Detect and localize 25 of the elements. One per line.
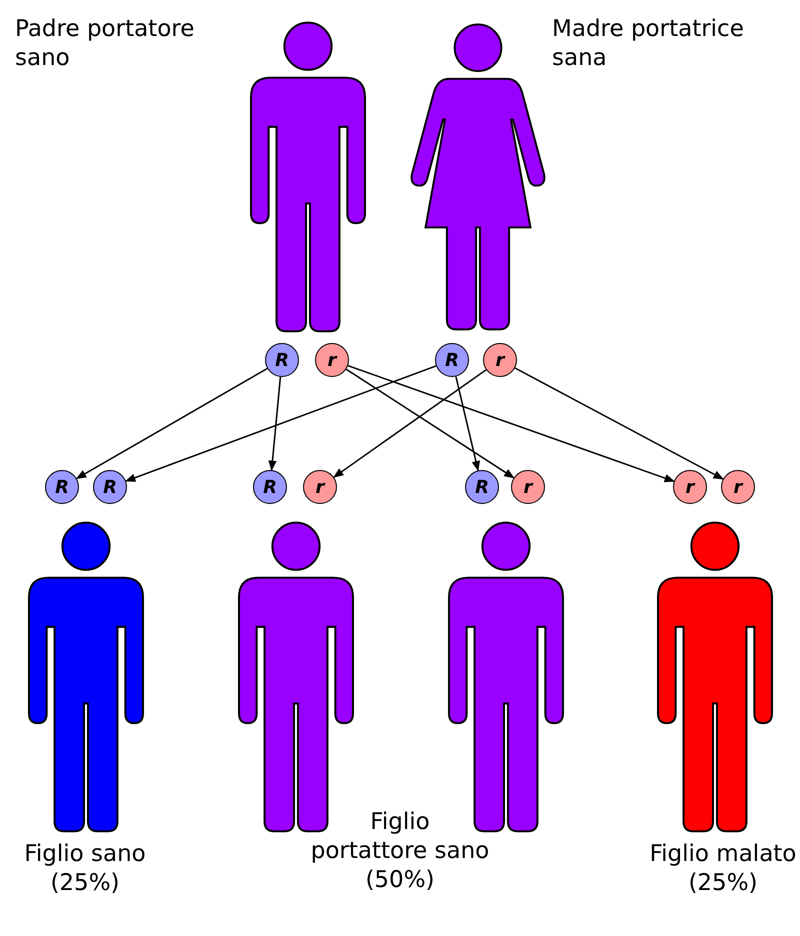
allele-circle: r [483,343,517,377]
arrow [455,376,480,472]
allele-circle: R [465,470,499,504]
arrow [333,369,487,478]
caption-text: Padre portatore sano [15,15,196,72]
arrow [348,364,675,482]
allele-circle: r [511,470,545,504]
caption-text: Figlio sano (25%) [23,840,147,898]
allele-circle: r [315,343,349,377]
allele-circle: r [721,470,755,504]
allele-circle: R [93,470,127,504]
arrow [346,368,515,478]
arrow [268,376,282,472]
arrow [76,368,268,480]
caption-text: Figlio malato (25%) [648,840,798,898]
allele-circle: R [265,343,299,377]
allele-circle: R [45,470,79,504]
caption-text: Madre portatrice sana [552,15,745,72]
allele-circle: r [673,470,707,504]
arrow [514,367,724,480]
caption-text: Figlio portattore sano (50%) [310,808,490,894]
allele-circle: R [435,343,469,377]
allele-circle: r [303,470,337,504]
arrow [124,365,436,482]
allele-circle: R [253,470,287,504]
